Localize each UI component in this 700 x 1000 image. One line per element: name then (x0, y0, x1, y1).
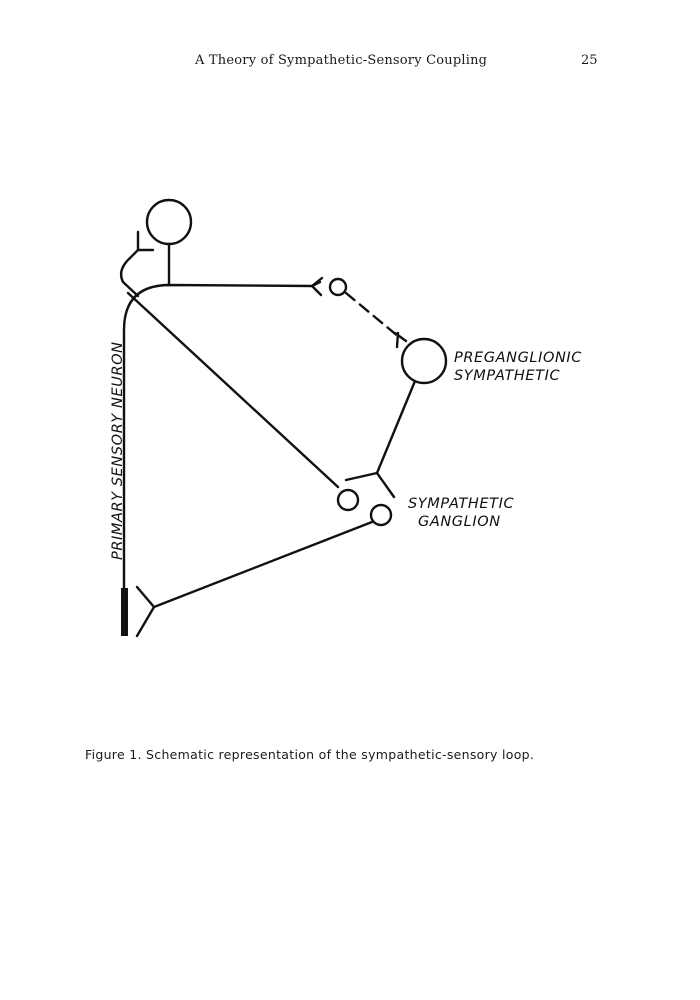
top-synapse-terminal (310, 276, 324, 297)
label-preganglionic-line1: PREGANGLIONIC (454, 350, 582, 366)
diagonal-axon-to-ganglion (126, 291, 340, 489)
preganglionic-terminal (393, 331, 408, 349)
running-head: A Theory of Sympathetic-Sensory Coupling (195, 53, 488, 68)
bottom-terminal (135, 585, 156, 638)
ganglion-neuron-right (369, 503, 393, 527)
sensory-neuron-soma (145, 198, 193, 246)
label-primary-sensory-neuron: PRIMARY SENSORY NEURON (110, 341, 126, 560)
postganglionic-axon (152, 520, 374, 609)
preganglionic-axon (375, 379, 417, 475)
primary-sensory-axon (122, 280, 322, 592)
ganglion-terminal (344, 471, 396, 499)
page-number: 25 (581, 53, 598, 68)
sensory-ending (121, 588, 128, 636)
sensory-collateral-branch (119, 230, 155, 298)
ganglion-neuron-left (336, 488, 360, 512)
preganglionic-soma (400, 337, 448, 385)
label-preganglionic-line2: SYMPATHETIC (454, 368, 561, 384)
dashed-connection (344, 291, 401, 339)
label-ganglion-line2: GANGLION (418, 514, 501, 530)
label-ganglion-line1: SYMPATHETIC (408, 496, 515, 512)
top-small-circle (328, 277, 348, 297)
figure-caption: Figure 1. Schematic representation of th… (85, 747, 535, 762)
